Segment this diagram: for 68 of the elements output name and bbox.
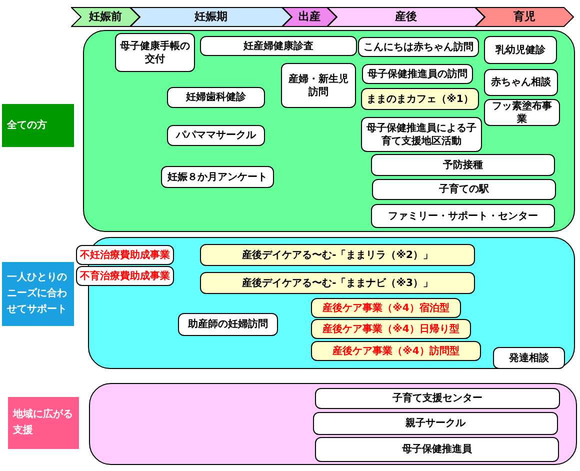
service-box <box>484 36 557 64</box>
node-label: 親子サークル <box>406 417 466 430</box>
node-label: 出産 <box>298 8 320 25</box>
service-box <box>371 154 555 176</box>
service-box <box>362 64 473 84</box>
node-label: 産後デイケアる〜む-「ままリラ（※2）」 <box>242 248 433 262</box>
service-box <box>313 412 558 435</box>
category-box <box>2 262 74 326</box>
node-label: 全ての方 <box>7 118 48 132</box>
node-label: 不妊治療費助成事業 <box>80 248 170 262</box>
service-box <box>311 341 481 361</box>
service-box <box>311 298 461 318</box>
node-label: ままのまカフェ（※1） <box>366 92 474 106</box>
service-box <box>361 88 479 110</box>
node-label: 産後 <box>395 8 417 25</box>
node-label: 育児 <box>514 8 536 25</box>
node-label: こんにちは赤ちゃん訪問 <box>364 40 474 54</box>
service-box <box>167 125 265 146</box>
service-box <box>76 266 174 286</box>
node-label: 妊産婦健康診査 <box>244 40 314 52</box>
service-box <box>115 33 195 72</box>
node-label: 子育て支援センター <box>392 392 482 405</box>
node-label: 産後ケア事業（※4）訪問型 <box>332 344 460 358</box>
node-label: 妊娠８か月アンケート <box>168 170 268 184</box>
node-label: 産後デイケアる〜む-「ままナビ（※3）」 <box>242 276 433 290</box>
service-box <box>315 388 560 409</box>
node-label: 赤ちゃん相談 <box>491 76 551 89</box>
service-box <box>200 244 475 266</box>
service-box <box>281 63 356 108</box>
service-box <box>315 437 559 462</box>
node-label: 母子保健推進員による子育て支援地区活動 <box>366 122 478 148</box>
node-label: 妊娠前 <box>89 8 122 25</box>
service-box <box>371 204 555 228</box>
service-box <box>200 272 475 294</box>
node-label: 予防接種 <box>443 158 483 172</box>
service-box <box>493 347 565 369</box>
group-panel <box>83 30 575 232</box>
node-label: 母子保健推進員の訪問 <box>368 68 468 80</box>
service-box <box>178 313 278 336</box>
node-label: 産後ケア事業（※4）宿泊型 <box>322 302 450 314</box>
category-box <box>8 397 79 449</box>
node-label: 母子保健推進員 <box>402 443 472 456</box>
service-box <box>161 166 274 188</box>
node-label: 子育ての駅 <box>439 183 489 196</box>
node-label: 妊娠期 <box>194 8 228 25</box>
service-box <box>484 99 560 126</box>
node-label: 助産師の妊婦訪問 <box>188 318 268 331</box>
service-box <box>358 37 479 57</box>
service-box <box>200 36 357 56</box>
node-label: 発達相談 <box>509 352 549 364</box>
group-panel <box>89 383 577 465</box>
node-label: 妊婦歯科健診 <box>186 91 246 104</box>
service-box <box>76 245 174 265</box>
node-label: ファミリー・サポート・センター <box>388 210 538 222</box>
service-box <box>311 319 471 339</box>
service-box <box>484 69 558 96</box>
category-box <box>2 104 74 147</box>
node-label: 産後ケア事業（※4）日帰り型 <box>322 322 460 336</box>
node-label: パパママサークル <box>176 129 256 142</box>
node-label: 産婦・新生児訪問 <box>288 72 350 98</box>
service-box <box>372 179 556 200</box>
node-label: 地域に広がる支援 <box>13 407 74 438</box>
node-label: 母子健康手帳の交付 <box>119 40 191 66</box>
node-label: 乳幼児健診 <box>496 44 546 56</box>
node-label: 不育治療費助成事業 <box>80 270 170 282</box>
service-box <box>167 87 265 108</box>
node-label: フッ素塗布事業 <box>491 100 553 126</box>
node-label: 一人ひとりのニーズに合わせてサポート <box>7 270 68 317</box>
